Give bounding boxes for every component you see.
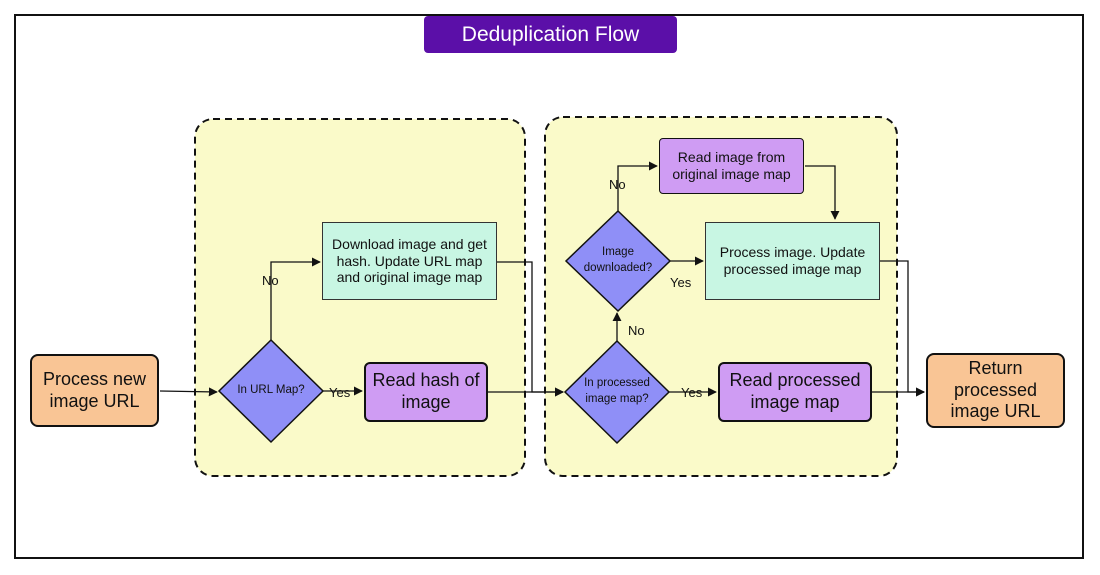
edge-no-read-original <box>617 161 658 211</box>
edge-label-yes-2: Yes <box>681 385 703 400</box>
edge-read-original-to-process <box>805 165 840 220</box>
node-download: Download image and get hash. Update URL … <box>322 222 497 300</box>
label-in-url-map: In URL Map? <box>237 384 305 397</box>
label-in-processed: In processed image map? <box>584 377 650 405</box>
node-read-hash: Read hash of image <box>364 362 488 422</box>
edge-label-no-3: No <box>609 177 626 192</box>
decision-image-downloaded <box>564 209 672 313</box>
edge-label-no-2: No <box>628 323 645 338</box>
node-end: Return processed image URL <box>926 353 1065 428</box>
node-process-image: Process image. Update processed image ma… <box>705 222 880 300</box>
node-read-original: Read image from original image map <box>659 138 804 194</box>
edge-start-to-decision <box>159 387 218 397</box>
decision-in-processed <box>563 339 671 445</box>
label-image-downloaded: Image downloaded? <box>583 246 653 274</box>
edge-label-yes-3: Yes <box>670 275 692 290</box>
edge-label-no-1: No <box>262 273 279 288</box>
node-read-processed: Read processed image map <box>718 362 872 422</box>
edge-label-yes-1: Yes <box>329 385 351 400</box>
node-start: Process new image URL <box>30 354 159 427</box>
edge-no-download <box>270 257 321 340</box>
diagram-frame <box>14 14 1084 559</box>
diagram-title: Deduplication Flow <box>424 16 677 53</box>
decision-in-url-map <box>217 338 325 444</box>
